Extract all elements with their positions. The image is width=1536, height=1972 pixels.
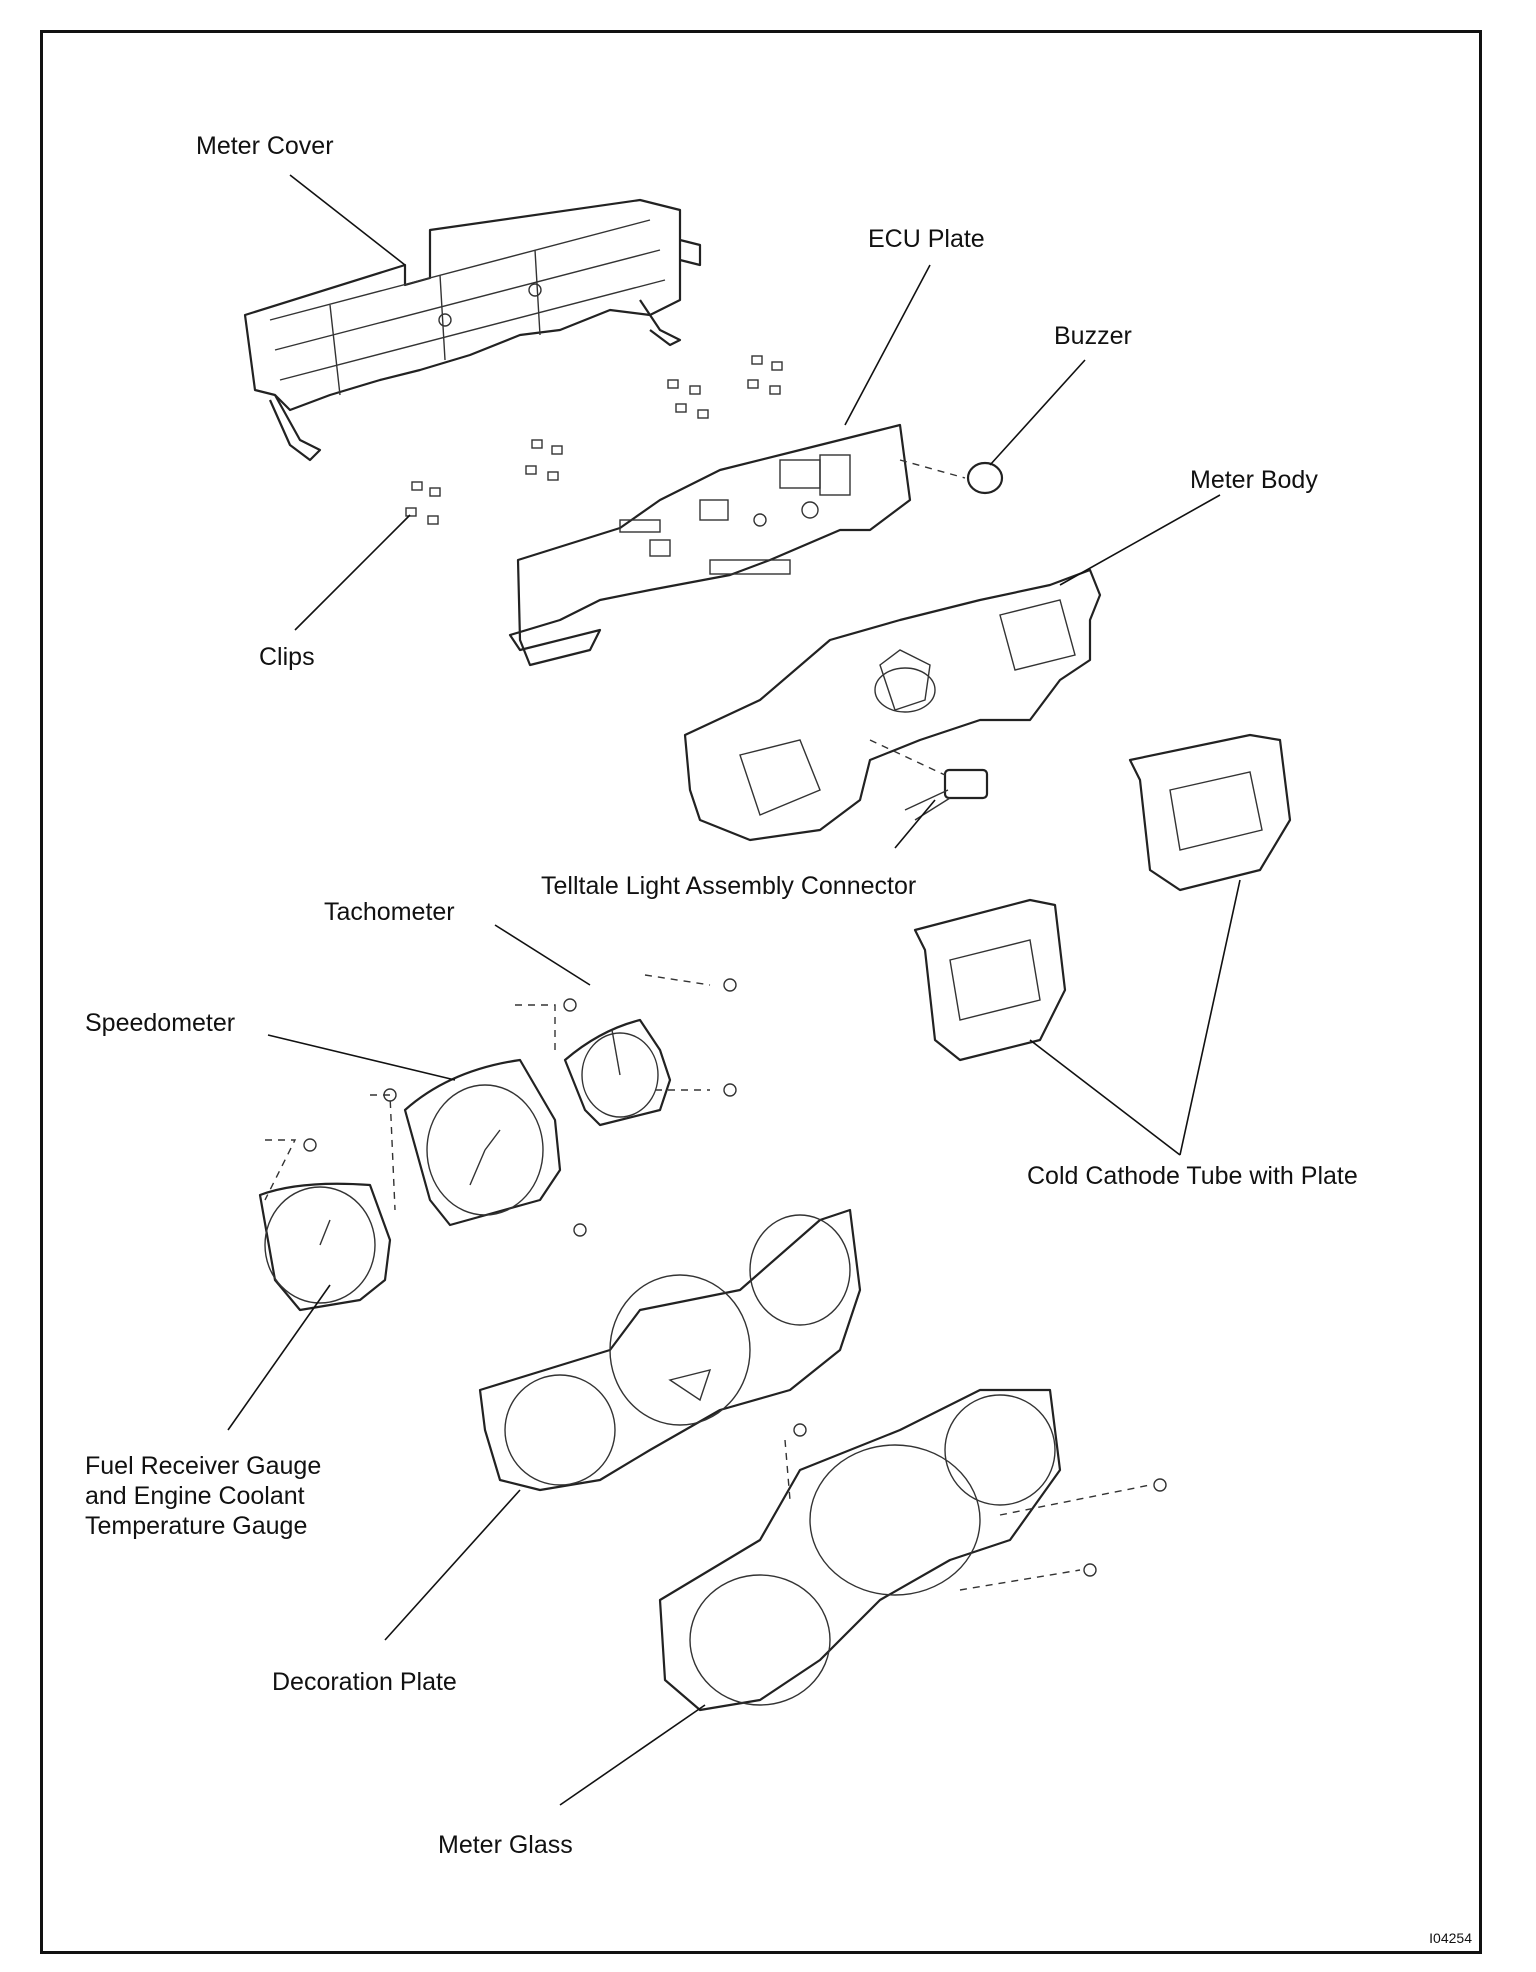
label-tachometer: Tachometer	[324, 898, 455, 926]
meter-cover-part	[243, 198, 702, 462]
meter-glass-part	[658, 1388, 1151, 1712]
label-ecu-plate: ECU Plate	[868, 225, 985, 253]
label-cold-cathode: Cold Cathode Tube with Plate	[1027, 1162, 1358, 1190]
clips-part	[405, 355, 783, 525]
label-telltale-connector: Telltale Light Assembly Connector	[541, 872, 917, 900]
buzzer-part	[899, 459, 1004, 495]
decoration-plate-part	[478, 1208, 862, 1492]
label-meter-body: Meter Body	[1190, 466, 1318, 494]
label-buzzer: Buzzer	[1054, 322, 1132, 350]
cold-cathode-plate-1	[1128, 733, 1292, 892]
figure-id: I04254	[1429, 1930, 1472, 1946]
cold-cathode-plate-2	[913, 898, 1067, 1062]
diagram-frame	[40, 30, 1482, 1954]
label-meter-cover: Meter Cover	[196, 132, 334, 160]
ecu-plate-part	[508, 423, 912, 667]
label-clips: Clips	[259, 643, 315, 671]
leader-lines	[227, 174, 1241, 1806]
speedometer-part	[370, 1004, 562, 1227]
label-decoration-plate: Decoration Plate	[272, 1668, 457, 1696]
label-speedometer: Speedometer	[85, 1009, 236, 1037]
label-meter-glass: Meter Glass	[438, 1831, 573, 1859]
label-fuel-coolant-gauge: Fuel Receiver Gauge and Engine Coolant T…	[85, 1452, 322, 1540]
screws	[303, 978, 1167, 1577]
fuel-coolant-gauge-part	[258, 1139, 392, 1312]
tachometer-part	[563, 974, 711, 1127]
meter-body-part	[683, 568, 1102, 842]
